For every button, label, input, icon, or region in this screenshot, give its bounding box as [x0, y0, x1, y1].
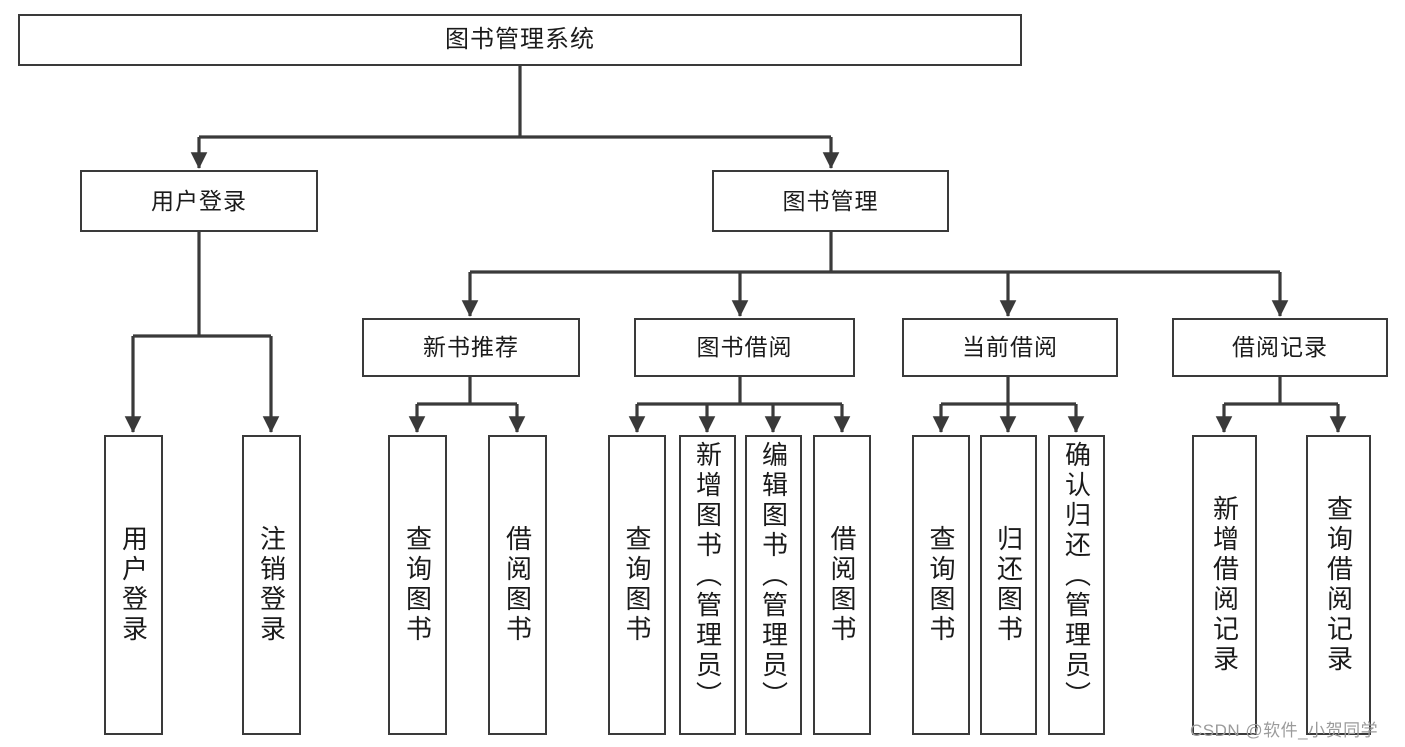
node-user-login-label: 用户登录 — [151, 187, 247, 214]
node-leaf-query-book-3-label: 查询图书 — [926, 525, 956, 645]
node-book-manage-label: 图书管理 — [782, 187, 879, 214]
node-leaf-return-book-label: 归还图书 — [993, 525, 1024, 645]
node-leaf-user-login-label: 用户登录 — [118, 525, 149, 645]
node-leaf-edit-book-label: 编辑图书（管理员） — [758, 441, 789, 711]
node-book-borrow[interactable]: 图书借阅 — [634, 318, 855, 377]
node-user-login[interactable]: 用户登录 — [80, 170, 318, 232]
node-leaf-query-book-1[interactable]: 查询图书 — [388, 435, 447, 735]
node-book-borrow-label: 图书借阅 — [696, 334, 793, 361]
node-leaf-user-login[interactable]: 用户登录 — [104, 435, 163, 735]
node-leaf-logout[interactable]: 注销登录 — [242, 435, 301, 735]
node-current-borrow[interactable]: 当前借阅 — [902, 318, 1118, 377]
node-leaf-query-book-2-label: 查询图书 — [622, 525, 652, 645]
node-leaf-confirm-return-label: 确认归还（管理员） — [1061, 441, 1092, 711]
node-leaf-add-book-label: 新增图书（管理员） — [692, 441, 723, 711]
node-borrow-record[interactable]: 借阅记录 — [1172, 318, 1388, 377]
node-leaf-logout-label: 注销登录 — [256, 525, 287, 645]
node-leaf-edit-book[interactable]: 编辑图书（管理员） — [745, 435, 802, 735]
node-current-borrow-label: 当前借阅 — [962, 334, 1058, 361]
node-leaf-query-book-2[interactable]: 查询图书 — [608, 435, 666, 735]
node-book-manage[interactable]: 图书管理 — [712, 170, 949, 232]
node-root-label: 图书管理系统 — [445, 26, 595, 54]
node-new-book-recommend-label: 新书推荐 — [423, 334, 519, 361]
node-leaf-query-record-label: 查询借阅记录 — [1323, 495, 1354, 675]
node-leaf-borrow-book-2[interactable]: 借阅图书 — [813, 435, 871, 735]
node-leaf-query-book-1-label: 查询图书 — [402, 525, 433, 645]
node-leaf-add-book[interactable]: 新增图书（管理员） — [679, 435, 736, 735]
node-leaf-add-record-label: 新增借阅记录 — [1209, 495, 1240, 675]
node-leaf-borrow-book-2-label: 借阅图书 — [827, 525, 857, 645]
csdn-watermark: CSDN @软件_小贺同学 — [1190, 721, 1379, 740]
node-new-book-recommend[interactable]: 新书推荐 — [362, 318, 580, 377]
node-borrow-record-label: 借阅记录 — [1232, 334, 1328, 361]
node-leaf-query-record[interactable]: 查询借阅记录 — [1306, 435, 1371, 735]
node-leaf-confirm-return[interactable]: 确认归还（管理员） — [1048, 435, 1105, 735]
node-leaf-return-book[interactable]: 归还图书 — [980, 435, 1037, 735]
node-root[interactable]: 图书管理系统 — [18, 14, 1022, 66]
node-leaf-query-book-3[interactable]: 查询图书 — [912, 435, 970, 735]
node-leaf-add-record[interactable]: 新增借阅记录 — [1192, 435, 1257, 735]
node-leaf-borrow-book-1[interactable]: 借阅图书 — [488, 435, 547, 735]
node-leaf-borrow-book-1-label: 借阅图书 — [502, 525, 533, 645]
